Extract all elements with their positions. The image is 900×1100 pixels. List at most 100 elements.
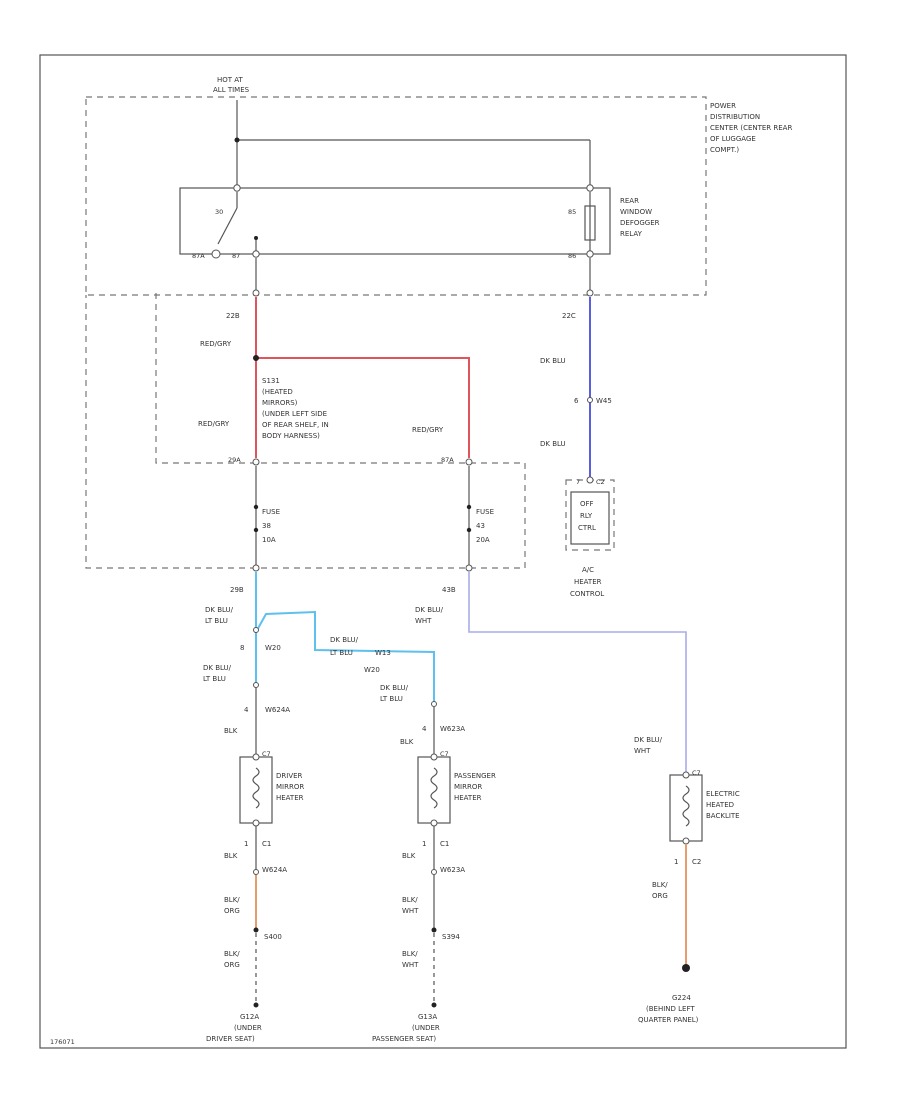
- passenger-heater-label-1: PASSENGER: [454, 772, 496, 780]
- cavity-22b-label: 22B: [226, 312, 240, 320]
- backlite-pin-c2-label: C2: [692, 858, 701, 866]
- color-blk-wht-1a: BLK/: [402, 896, 418, 904]
- driver-heater-element-icon: [252, 767, 260, 809]
- color-blk-org-3b: ORG: [652, 892, 668, 900]
- splice-s394: [431, 927, 437, 933]
- inline-connector: [587, 397, 593, 403]
- ground-g12a-label-1: G12A: [240, 1013, 259, 1021]
- ground-g13a-label-1: G13A: [418, 1013, 437, 1021]
- driver-heater-label-1: DRIVER: [276, 772, 303, 780]
- power-distribution-outline: [85, 96, 707, 296]
- splice-label-3: MIRRORS): [262, 399, 298, 407]
- fuse-43-bottom: [466, 527, 472, 533]
- cavity-22b: [252, 289, 260, 297]
- fuse-38-top: [253, 504, 259, 510]
- connector-4-label: 4: [244, 706, 249, 714]
- fuse-43-top: [466, 504, 472, 510]
- splice-label-6: BODY HARNESS): [262, 432, 320, 440]
- relay-pin-30-label: 30: [215, 208, 223, 216]
- color-blk-org-1a: BLK/: [224, 896, 240, 904]
- ac-control-label-3: CONTROL: [570, 590, 604, 598]
- ground-g224-label-2: (BEHIND LEFT: [646, 1005, 695, 1013]
- passenger-heater-pin-label: C7: [440, 750, 449, 758]
- ground-g224-label-1: G224: [672, 994, 691, 1002]
- passenger-heater-pin-bottom: [430, 819, 438, 827]
- driver-heater-pin-bottom: [252, 819, 260, 827]
- fuse-43-label-3: 20A: [476, 536, 490, 544]
- cavity-43b: [465, 564, 473, 572]
- cavity-87a: [465, 458, 473, 466]
- splice-s400-label: S400: [264, 933, 282, 941]
- hot-label-1: HOT AT: [217, 76, 244, 84]
- splice-s131-dot: [253, 355, 259, 361]
- color-blk-org-2a: BLK/: [224, 950, 240, 958]
- off-rly-ctrl-label-3: CTRL: [578, 524, 596, 532]
- passenger-pin-1-label: 1: [422, 840, 426, 848]
- fuse-43-label-1: FUSE: [476, 508, 494, 516]
- relay-pin-85-label: 85: [568, 208, 576, 216]
- relay-label-2: WINDOW: [620, 208, 652, 216]
- driver-ground-connector: [253, 869, 259, 875]
- fuse-38-label-1: FUSE: [262, 508, 280, 516]
- ground-g13a: [431, 1002, 437, 1008]
- driver-connector-top: [253, 682, 259, 688]
- color-dk-blu-1: DK BLU: [540, 357, 566, 365]
- color-red-gry-3: RED/GRY: [412, 426, 444, 434]
- dk-blu-lt-blu-wire-cross: [255, 610, 435, 704]
- backlite-label-2: HEATED: [706, 801, 734, 809]
- cross-wire-color-1: DK BLU/: [330, 636, 359, 644]
- passenger-connector-top: [431, 701, 437, 707]
- diagram-border: [39, 54, 847, 1049]
- off-rly-ctrl-label-1: OFF: [580, 500, 594, 508]
- ground-g12a-label-2: (UNDER: [234, 1024, 262, 1032]
- passenger-ground-connector: [431, 869, 437, 875]
- color-blk-org-3a: BLK/: [652, 881, 668, 889]
- pdc-label-2: DISTRIBUTION: [710, 113, 760, 121]
- backlite-element-icon: [682, 785, 690, 827]
- relay-contact-dot: [254, 236, 258, 240]
- connector-w624a-label: W624A: [265, 706, 290, 714]
- cavity-29b-label: 29B: [230, 586, 244, 594]
- ground-g12a: [253, 1002, 259, 1008]
- relay-label-1: REAR: [620, 197, 639, 205]
- backlite-label-1: ELECTRIC: [706, 790, 740, 798]
- color-blk-wht-2b: WHT: [402, 961, 419, 969]
- relay-pin-30: [233, 184, 241, 192]
- ctrl-pin: [586, 476, 594, 484]
- color-blk-wht-1b: WHT: [402, 907, 419, 915]
- color-blk-4: BLK: [402, 852, 416, 860]
- passenger-heater-label-2: MIRROR: [454, 783, 482, 791]
- connector-w20: [253, 627, 259, 633]
- hot-label-2: ALL TIMES: [213, 86, 250, 94]
- ground-g12a-label-3: DRIVER SEAT): [206, 1035, 255, 1043]
- splice-fuse-outline: [85, 293, 526, 569]
- connector-8-label: 8: [240, 644, 244, 652]
- color-dkblu-wht-2a: DK BLU/: [634, 736, 663, 744]
- relay-coil: [584, 205, 596, 241]
- cavity-29b: [252, 564, 260, 572]
- driver-w624a-label: W624A: [262, 866, 287, 874]
- relay-pin-86: [586, 250, 594, 258]
- color-blk-org-1b: ORG: [224, 907, 240, 915]
- passenger-heater-element-icon: [430, 767, 438, 809]
- relay-box: [179, 187, 611, 255]
- pdc-label-4: OF LUGGAGE: [710, 135, 756, 143]
- color-dkblu-ltblu-1b: LT BLU: [205, 617, 228, 625]
- relay-pin-86-label: 86: [568, 252, 576, 260]
- backlite-pin-1-label: 1: [674, 858, 678, 866]
- ctrl-pin-7-label: 7: [576, 478, 580, 486]
- backlite-box: [669, 774, 703, 842]
- cavity-87a-label: 87A: [441, 456, 454, 464]
- relay-switch-arm: [217, 207, 238, 245]
- color-dkblu-wht-2b: WHT: [634, 747, 651, 755]
- driver-heater-pin-top: [252, 753, 260, 761]
- cavity-29a: [252, 458, 260, 466]
- color-blk-2: BLK: [224, 852, 238, 860]
- color-dkblu-wht-1a: DK BLU/: [415, 606, 444, 614]
- splice-label-1: S131: [262, 377, 280, 385]
- driver-heater-pin-label: C7: [262, 750, 271, 758]
- backlite-pin-top: [682, 771, 690, 779]
- relay-pin-87: [252, 250, 260, 258]
